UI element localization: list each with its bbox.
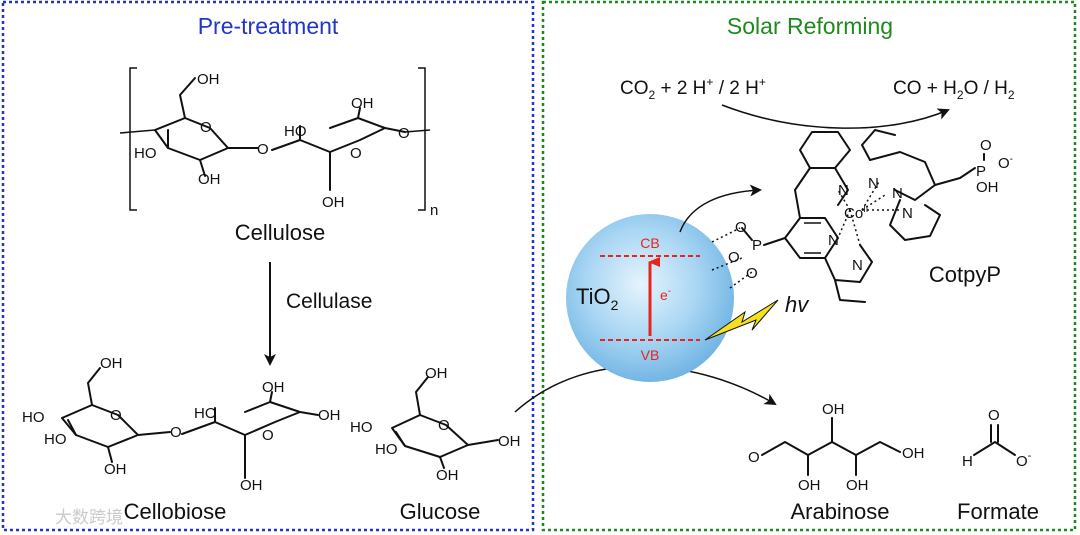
atom-cobalt: CoII [844,204,868,222]
atom-oh: OH [322,194,345,211]
atom-oh: OH [902,445,925,462]
atom-ho: HO [44,431,67,448]
atom-oh: OH [240,477,263,494]
tio2-label: TiO2 [576,284,619,313]
atom-ho: HO [134,145,157,162]
cotpyp-structure: O O O P N N N N N N CoII P O [711,129,1013,303]
co2-reduction-products: CO + H2O / H2 [893,78,1015,102]
atom-n: N [852,257,863,274]
atom-o: O [980,137,992,154]
atom-o: O [988,407,1000,424]
atom-oh: OH [318,407,341,424]
atom-oh: OH [197,71,220,88]
atom-n: N [868,175,879,192]
conduction-band-label: CB [640,235,659,251]
cellulase-label: Cellulase [286,290,372,313]
co2-reduction-arrow [721,104,950,129]
atom-oh: OH [100,355,123,372]
arabinose-label: Arabinose [790,499,889,524]
light-bolt-icon [704,299,779,341]
atom-oh: OH [425,365,448,382]
atom-oh: OH [351,95,374,112]
atom-oh: OH [104,461,127,478]
arabinose-structure: O OH OH OH OH [748,401,925,494]
atom-oh: OH [436,467,459,484]
atom-n: N [902,205,913,222]
glucose-label: Glucose [400,499,481,524]
atom-ho: HO [375,441,398,458]
atom-ho: HO [284,123,307,140]
atom-o: O [110,407,122,424]
atom-oh: OH [846,477,869,494]
atom-ho: HO [22,409,45,426]
cellobiose-structure: OH O HO HO OH O HO OH O OH OH [22,355,341,494]
electron-label: e- [660,286,671,303]
solar-reforming-panel [541,0,1077,532]
valence-band-label: VB [641,347,660,363]
electron-transfer-arrow [679,184,762,233]
pretreatment-title: Pre-treatment [198,13,339,39]
atom-o-minus: O- [1016,450,1032,470]
pretreatment-panel [1,0,535,532]
atom-o: O [350,145,362,162]
cellulose-label: Cellulose [235,220,326,245]
atom-o: O [257,141,269,158]
atom-o: O [748,449,760,466]
atom-n: N [838,182,849,199]
cotpyp-label: CotpyP [929,262,1001,287]
atom-o: O [728,249,740,266]
atom-p: P [752,237,762,254]
polymer-subscript-n: n [430,202,438,219]
atom-ho: HO [350,419,373,436]
atom-o: O [735,219,747,236]
atom-o: O [746,265,758,282]
cellobiose-label: Cellobiose [124,499,227,524]
solar-reforming-title: Solar Reforming [727,13,893,39]
atom-o-minus: O- [998,154,1013,172]
formate-label: Formate [957,499,1039,524]
atom-o: O [170,424,182,441]
atom-p: P [976,163,986,180]
atom-ho: HO [194,405,217,422]
atom-o: O [438,417,450,434]
atom-oh: OH [262,379,285,396]
atom-oh: OH [822,401,845,418]
atom-o: O [262,427,274,444]
atom-oh: OH [198,171,221,188]
atom-n: N [828,232,839,249]
atom-oh: OH [976,179,999,196]
formate-structure: O H O- [962,407,1032,470]
atom-o: O [200,119,212,136]
light-label: hv [785,292,810,317]
glucose-structure: OH O HO HO OH OH [350,365,521,484]
watermark: 大数跨境 [55,508,123,527]
atom-oh: OH [798,477,821,494]
atom-o: O [398,125,410,142]
cellulose-structure: n OH O HO OH O HO OH O OH O [119,67,438,219]
atom-oh: OH [498,433,521,450]
atom-h: H [962,453,973,470]
co2-reduction-reactants: CO2 + 2 H+ / 2 H+ [620,75,766,102]
atom-n: N [892,185,903,202]
